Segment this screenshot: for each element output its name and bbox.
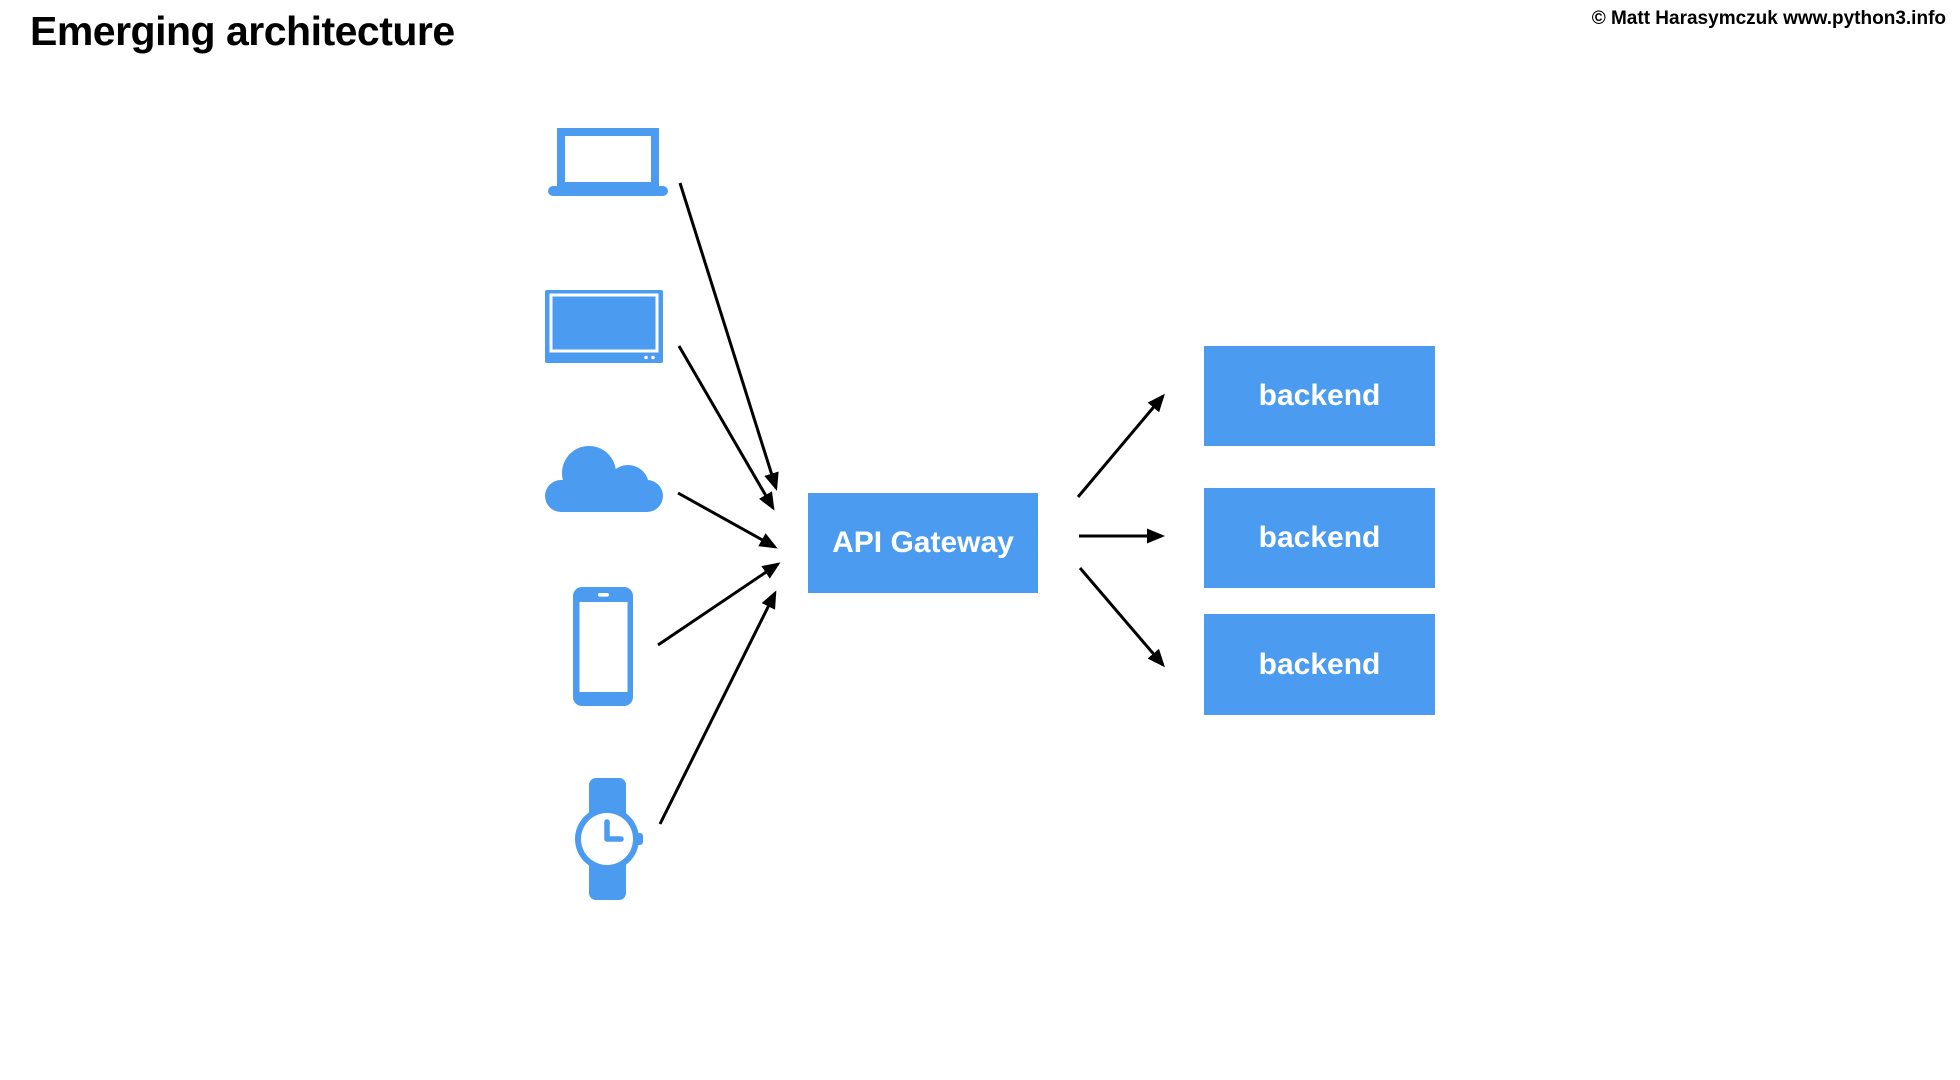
cloud-icon xyxy=(545,442,665,512)
backend-node-3: backend xyxy=(1204,614,1435,715)
client-device-laptop xyxy=(548,124,668,196)
client-device-tv xyxy=(545,290,663,363)
arrow-tv-to-api-gateway xyxy=(677,345,775,511)
arrow-smartwatch-to-api-gateway xyxy=(658,590,777,825)
client-device-smartphone xyxy=(573,587,633,706)
laptop-icon xyxy=(548,124,668,196)
tv-icon xyxy=(545,290,663,363)
arrow-laptop-to-api-gateway xyxy=(678,182,779,491)
page-title: Emerging architecture xyxy=(30,8,455,54)
api-gateway-node: API Gateway xyxy=(808,493,1038,593)
arrow-api-gateway-to-backend-3 xyxy=(1078,567,1165,668)
backend-label: backend xyxy=(1258,521,1381,554)
client-device-cloud xyxy=(545,442,665,512)
smartphone-icon xyxy=(573,587,633,706)
backend-label: backend xyxy=(1258,647,1381,681)
copyright-notice: © Matt Harasymczuk www.python3.info xyxy=(1591,8,1946,29)
client-device-smartwatch xyxy=(575,778,643,900)
arrow-cloud-to-api-gateway xyxy=(677,491,778,549)
backend-node-2: backend xyxy=(1204,488,1435,588)
backend-node-1: backend xyxy=(1204,346,1435,446)
backend-label: backend xyxy=(1258,379,1381,412)
watch-icon xyxy=(575,778,643,900)
api-gateway-label: API Gateway xyxy=(832,526,1014,559)
arrow-smartphone-to-api-gateway xyxy=(657,562,781,647)
arrow-api-gateway-to-backend-1 xyxy=(1076,393,1165,498)
